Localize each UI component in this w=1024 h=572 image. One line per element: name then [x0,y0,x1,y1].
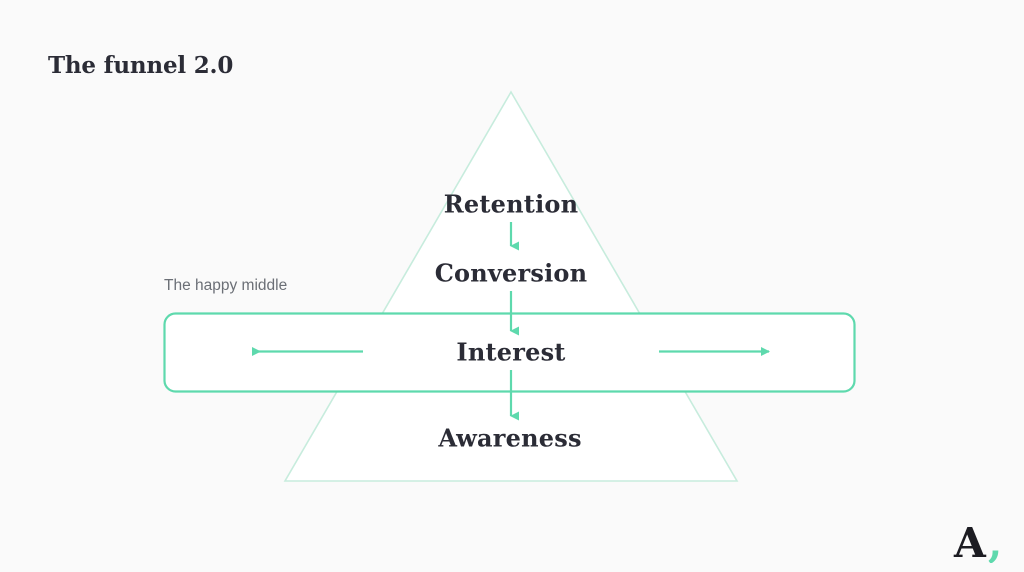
stage-label-retention: Retention [443,189,579,219]
brand-logo-icon: A , [953,523,1002,563]
stage-label-awareness: Awareness [438,423,582,453]
logo-comma-mark: , [988,523,1002,563]
page-title: The funnel 2.0 [48,52,234,79]
happy-middle-caption: The happy middle [164,277,288,294]
happy-middle-band [163,312,856,393]
logo-letter: A [953,523,987,563]
stage-label-conversion: Conversion [434,258,588,288]
stage-label-interest: Interest [456,337,566,367]
